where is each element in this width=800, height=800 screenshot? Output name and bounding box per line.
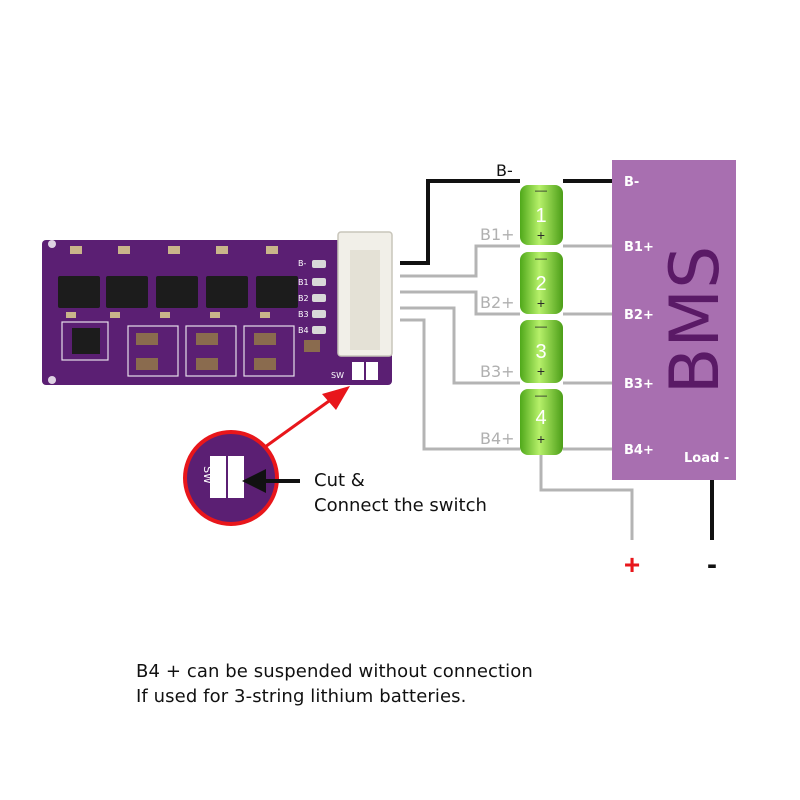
- battery-stack: — 1 + — 2 + — 3 + — 4 +: [520, 183, 563, 455]
- wire-b4: [400, 318, 520, 451]
- pcb-label-b2: B2: [298, 294, 309, 303]
- bms-load-minus-label: Load -: [684, 451, 729, 466]
- bms-title: BMS: [656, 246, 735, 394]
- bms-module: B- B1+ B2+ B3+ B4+ Load - BMS: [612, 160, 736, 480]
- svg-text:+: +: [537, 227, 545, 243]
- wire-output-plus: [539, 455, 634, 540]
- pcb-label-b-minus: B-: [298, 259, 306, 268]
- wire-b3: [400, 306, 520, 385]
- callout-pointer-arrowhead: [322, 386, 350, 410]
- pcb-label-b1: B1: [298, 278, 309, 287]
- jst-connector: [337, 231, 393, 357]
- svg-text:—: —: [535, 319, 547, 333]
- callout-text-line1: Cut &: [314, 470, 365, 491]
- svg-text:4: 4: [535, 407, 546, 429]
- output-minus-symbol: -: [707, 548, 717, 581]
- bms-box: [612, 160, 736, 480]
- svg-text:2: 2: [535, 273, 546, 295]
- switch-callout: SW: [183, 386, 350, 526]
- callout-pointer-line: [257, 394, 337, 454]
- battery-cell-2: — 2 +: [520, 251, 563, 314]
- bms-pin-b2: B2+: [624, 308, 654, 323]
- svg-text:3: 3: [535, 341, 546, 363]
- bms-pin-b1: B1+: [624, 240, 654, 255]
- svg-text:—: —: [535, 388, 547, 402]
- svg-text:—: —: [535, 251, 547, 265]
- pcb-board: B- B1 B2 B3 B4 SW: [42, 240, 392, 385]
- callout-circle: [183, 430, 279, 526]
- wire-b-minus: [400, 179, 618, 265]
- note-line1: B4 + can be suspended without connection: [136, 661, 533, 682]
- svg-text:+: +: [537, 363, 545, 379]
- note-line2: If used for 3-string lithium batteries.: [136, 686, 467, 707]
- bms-pin-b-minus: B-: [624, 175, 639, 190]
- bms-pin-b4: B4+: [624, 443, 654, 458]
- bms-pin-b3: B3+: [624, 377, 654, 392]
- wire-label-b1: B1+: [480, 225, 515, 244]
- wire-label-b3: B3+: [480, 362, 515, 381]
- svg-text:—: —: [535, 183, 547, 197]
- mosfet-row: [58, 276, 298, 308]
- svg-text:+: +: [537, 431, 545, 447]
- callout-switch-label: SW: [201, 466, 214, 484]
- output-plus-symbol: +: [624, 549, 640, 580]
- callout-text-line2: Connect the switch: [314, 495, 487, 516]
- wire-label-b-minus: B-: [496, 161, 513, 180]
- callout-black-arrowhead: [242, 469, 266, 493]
- svg-text:1: 1: [535, 205, 546, 227]
- wire-b2: [400, 290, 520, 316]
- wire-label-b4: B4+: [480, 429, 515, 448]
- battery-cell-4: — 4 +: [520, 388, 563, 455]
- pcb-switch-label: SW: [331, 371, 344, 380]
- wire-b1: [400, 244, 520, 278]
- battery-cell-3: — 3 +: [520, 319, 563, 383]
- svg-text:+: +: [537, 295, 545, 311]
- wire-label-b2: B2+: [480, 293, 515, 312]
- pcb-label-b3: B3: [298, 310, 309, 319]
- wire-balance-group: [400, 244, 634, 540]
- pcb-label-b4: B4: [298, 326, 309, 335]
- battery-cell-1: — 1 +: [520, 183, 563, 245]
